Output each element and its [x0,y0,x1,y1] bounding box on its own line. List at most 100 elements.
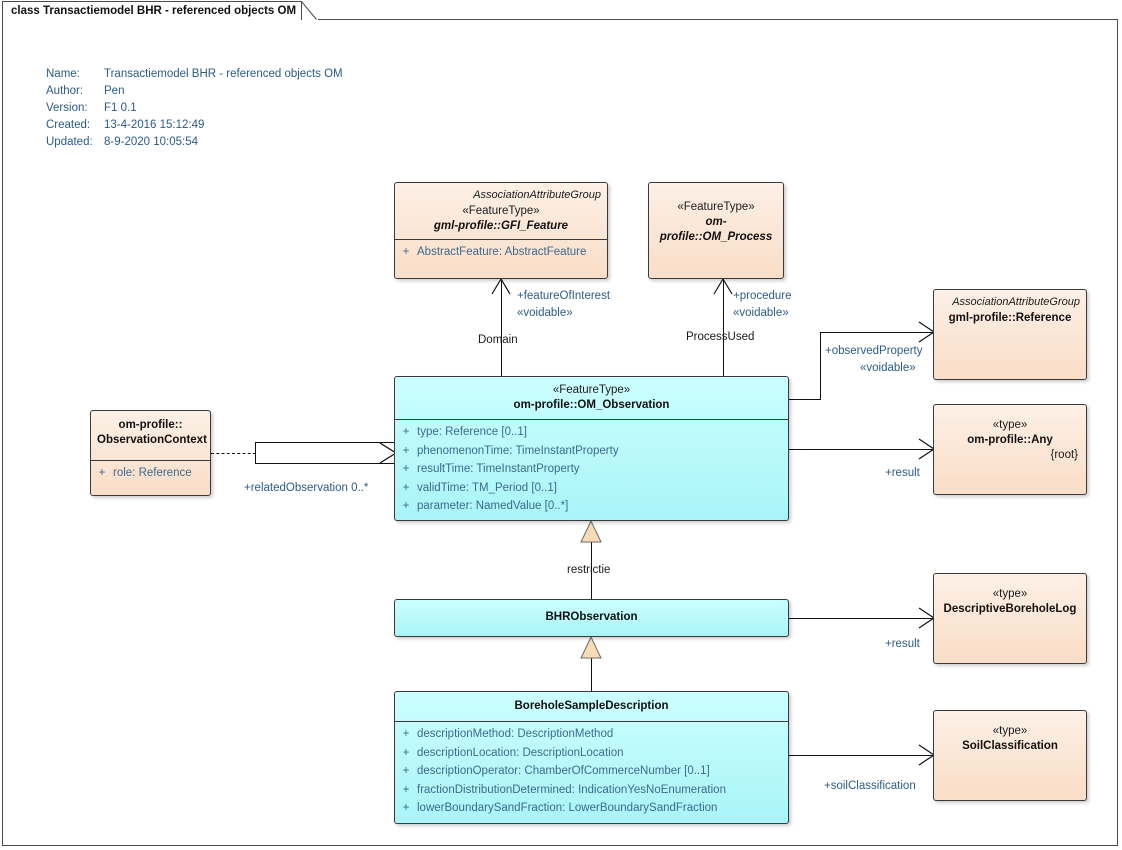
tab-slant-edge [301,1,317,20]
class-header-descriptiveboreholelog: «type» DescriptiveBoreholeLog [934,574,1086,622]
class-stereotype-om-process: «FeatureType» [677,201,755,213]
attribute-row: + resultTime: TimeInstantProperty [395,460,788,479]
attribute-visibility: + [402,765,410,778]
meta-value-author: Pen [104,84,125,97]
class-om-profile-om-process[interactable]: «FeatureType» om-profile::OM_Process [648,182,784,279]
attribute-visibility: + [402,500,410,513]
class-name-boreholesampledescription: BoreholeSampleDescription [514,700,669,712]
attribute-row: + lowerBoundarySandFraction: LowerBounda… [395,799,788,818]
class-name-observationcontext-line2: ObservationContext [97,434,207,446]
attribute-row: + fractionDistributionDetermined: Indica… [395,781,788,800]
class-divider-boreholesampledescription [395,721,788,722]
diagram-tab[interactable]: class Transactiemodel BHR - referenced o… [2,1,318,20]
attribute-text: role: Reference [113,467,192,479]
class-boreholesampledescription[interactable]: BoreholeSampleDescription + descriptionM… [394,691,789,824]
attribute-row: + descriptionOperator: ChamberOfCommerce… [395,762,788,781]
connector-observedproperty-seg-h1 [789,399,821,400]
class-divider-observationcontext [91,460,210,461]
class-name-om-observation: om-profile::OM_Observation [513,399,670,411]
class-stereotype-descriptiveboreholelog: «type» [992,588,1028,600]
label-restrictie: restrictie [567,564,611,576]
class-stereotype-om-observation: «FeatureType» [552,384,631,396]
class-name-soilclassification: SoilClassification [962,740,1058,752]
meta-value-updated: 8-9-2020 10:05:54 [104,135,198,148]
class-header-boreholesampledescription: BoreholeSampleDescription [395,692,788,721]
meta-row-updated: Updated: 8-9-2020 10:05:54 [46,133,343,150]
attribute-row: + AbstractFeature: AbstractFeature [395,243,607,262]
label-procedure-role: +procedure [733,290,792,302]
connector-relatedobservation-dashed [211,453,256,454]
meta-value-name: Transactiemodel BHR - referenced objects… [104,67,343,80]
class-header-om-process: «FeatureType» om-profile::OM_Process [649,183,783,250]
attribute-text: resultTime: TimeInstantProperty [417,463,580,476]
class-stereotype-gfi-feature: «FeatureType» [462,205,540,217]
class-name-descriptiveboreholelog: DescriptiveBoreholeLog [943,603,1077,615]
attribute-visibility: + [402,426,410,438]
class-name-any: om-profile::Any [967,434,1053,446]
meta-key-name: Name: [46,67,80,80]
diagram-metadata: Name: Transactiemodel BHR - referenced o… [46,65,343,150]
class-header-gfi-feature: AssociationAttributeGroup «FeatureType» … [395,183,607,239]
class-assoc-attr-group-label: AssociationAttributeGroup [473,189,601,201]
meta-value-created: 13-4-2016 15:12:49 [104,118,205,131]
attribute-text: fractionDistributionDetermined: Indicati… [417,783,726,796]
class-header-om-observation: «FeatureType» om-profile::OM_Observation [395,377,788,419]
attribute-row: + validTime: TM_Period [0..1] [395,479,788,498]
class-header-bhrobservation: BHRObservation [395,600,788,630]
class-divider-gfi-feature [395,239,607,240]
attribute-text: type: Reference [0..1] [417,426,527,438]
meta-key-author: Author: [46,84,84,97]
class-header-observationcontext: om-profile:: ObservationContext [91,411,210,453]
attribute-text: descriptionOperator: ChamberOfCommerceNu… [417,765,710,778]
meta-row-author: Author: Pen [46,82,343,99]
attribute-row: + phenomenonTime: TimeInstantProperty [395,442,788,461]
label-featureofinterest-role: +featureOfInterest [517,290,611,302]
class-assoc-attr-group-label-reference: AssociationAttributeGroup [952,296,1080,308]
meta-key-version: Version: [46,101,88,114]
attribute-visibility: + [402,783,410,796]
connector-relatedobservation-box [255,442,395,464]
class-attributes-gfi-feature: + AbstractFeature: AbstractFeature [395,240,607,266]
class-header-any: «type» om-profile::Any {root} [934,405,1086,468]
attribute-visibility: + [98,467,106,479]
class-om-profile-om-observation[interactable]: «FeatureType» om-profile::OM_Observation… [394,376,789,521]
class-om-profile-any[interactable]: «type» om-profile::Any {root} [933,404,1087,495]
label-processused: ProcessUsed [686,331,755,343]
connector-observedproperty-seg-h2 [820,332,933,333]
class-attributes-observationcontext: + role: Reference [91,461,210,487]
class-header-reference: AssociationAttributeGroup gml-profile::R… [934,290,1086,331]
class-soilclassification[interactable]: «type» SoilClassification [933,710,1087,801]
class-name-om-process: om-profile::OM_Process [659,216,773,243]
class-name-observationcontext-line1: om-profile:: [118,419,183,431]
label-domain: Domain [478,334,518,346]
class-om-profile-observationcontext[interactable]: om-profile:: ObservationContext + role: … [90,410,211,496]
connector-domain-line [501,280,502,376]
class-gml-profile-gfi-feature[interactable]: AssociationAttributeGroup «FeatureType» … [394,182,608,279]
label-procedure-stereotype: «voidable» [733,307,789,319]
connector-restrictie-line [591,541,592,599]
connector-processused-line [723,280,724,376]
label-relatedobservation: +relatedObservation 0..* [244,482,369,494]
label-soilclassification: +soilClassification [824,780,916,792]
connector-result-log-line [789,618,933,619]
class-stereotype-any: «type» [992,419,1028,431]
class-descriptiveboreholelog[interactable]: «type» DescriptiveBoreholeLog [933,573,1087,664]
label-featureofinterest-stereotype: «voidable» [517,307,573,319]
meta-key-created: Created: [46,118,91,131]
connector-generalization-bsd-line [591,656,592,691]
class-bhrobservation[interactable]: BHRObservation [394,599,789,637]
connector-observedproperty-seg-v [820,332,821,400]
class-attributes-om-observation: + type: Reference [0..1] + phenomenonTim… [395,420,788,520]
attribute-visibility: + [402,246,410,258]
class-gml-profile-reference[interactable]: AssociationAttributeGroup gml-profile::R… [933,289,1087,380]
connector-soilclassification-line [789,755,933,756]
attribute-visibility: + [402,444,410,457]
label-observedproperty-stereotype: «voidable» [860,362,916,374]
label-observedproperty-role: +observedProperty [825,345,923,357]
attribute-text: AbstractFeature: AbstractFeature [417,246,587,258]
attribute-row: + type: Reference [0..1] [395,423,788,442]
class-stereotype-soilclassification: «type» [992,725,1028,737]
meta-row-name: Name: Transactiemodel BHR - referenced o… [46,65,343,82]
class-header-soilclassification: «type» SoilClassification [934,711,1086,759]
